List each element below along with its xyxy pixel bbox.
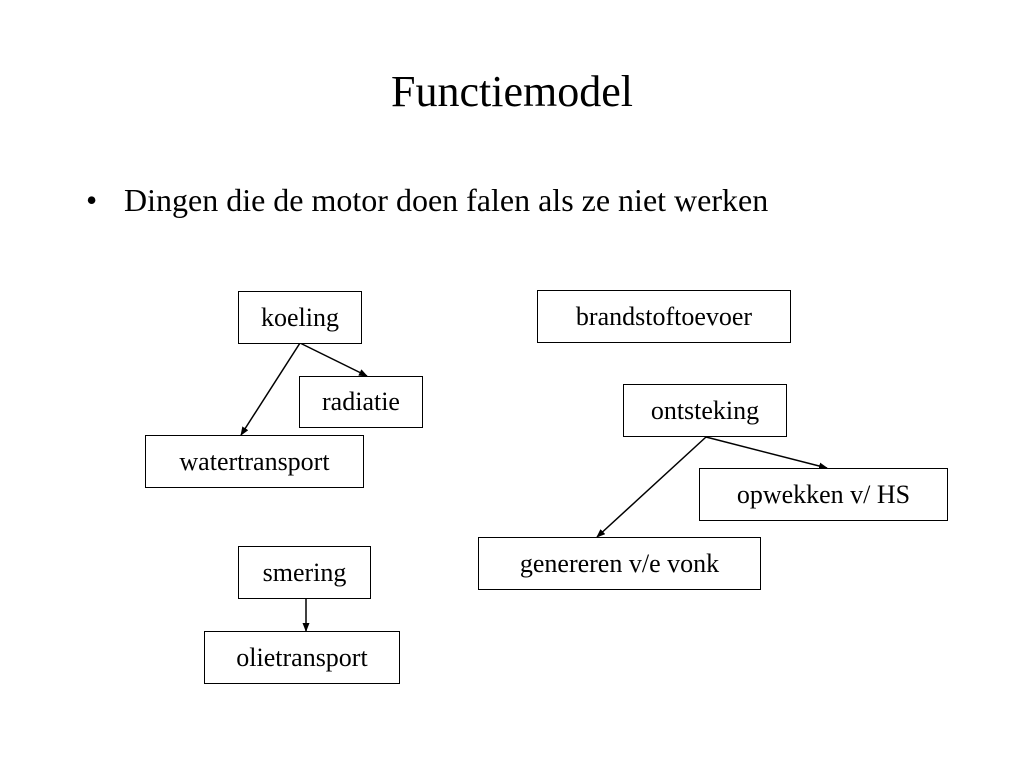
node-smering: smering <box>238 546 371 599</box>
edge-koeling-radiatie <box>299 342 368 377</box>
edge-ontsteking-genereren <box>596 436 707 538</box>
node-olietransport: olietransport <box>204 631 400 684</box>
bullet-text: Dingen die de motor doen falen als ze ni… <box>124 182 769 218</box>
node-koeling: koeling <box>238 291 362 344</box>
node-radiatie: radiatie <box>299 376 423 428</box>
bullet-dot-icon: • <box>86 182 98 218</box>
node-opwekken: opwekken v/ HS <box>699 468 948 521</box>
edge-koeling-watertransport <box>240 342 301 436</box>
node-brandstoftoevoer: brandstoftoevoer <box>537 290 791 343</box>
node-watertransport: watertransport <box>145 435 364 488</box>
node-genereren: genereren v/e vonk <box>478 537 761 590</box>
bullet-item: • Dingen die de motor doen falen als ze n… <box>86 180 768 220</box>
slide-title: Functiemodel <box>391 67 633 116</box>
edge-ontsteking-opwekken <box>705 436 828 470</box>
node-ontsteking: ontsteking <box>623 384 787 437</box>
